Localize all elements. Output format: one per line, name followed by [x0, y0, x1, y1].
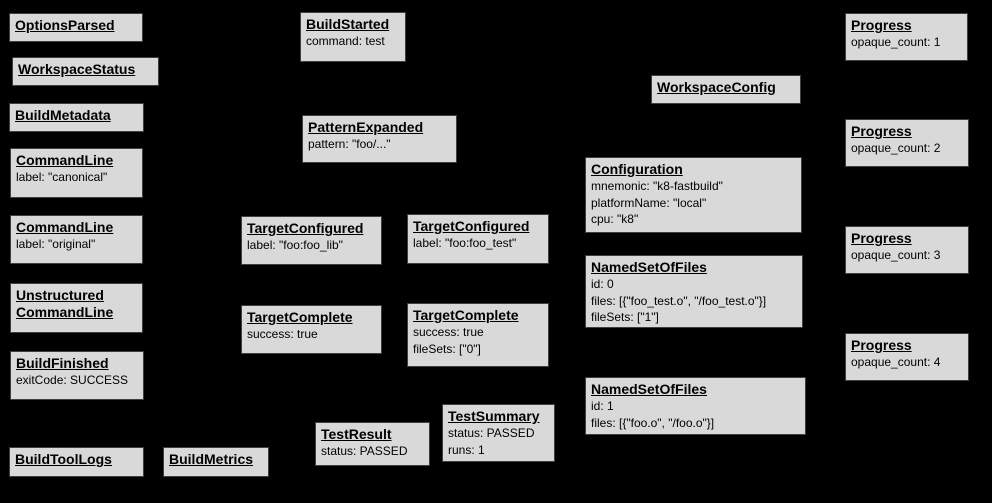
event-node-command-line-original: CommandLine label: "original" — [10, 215, 143, 264]
event-node-target-configured-foo-test: TargetConfigured label: "foo:foo_test" — [407, 214, 549, 264]
node-title: CommandLine — [16, 304, 114, 320]
event-node-target-complete-foo-test: TargetComplete success: true fileSets: ["0… — [407, 303, 549, 367]
node-title: NamedSetOfFiles — [591, 381, 707, 397]
event-node-progress-1: Progress opaque_count: 1 — [845, 13, 968, 61]
node-title: CommandLine — [16, 152, 114, 168]
node-detail-line: opaque_count: 2 — [851, 141, 941, 155]
node-detail-line: fileSets: ["1"] — [591, 310, 659, 324]
node-detail-line: opaque_count: 4 — [851, 355, 941, 369]
event-node-build-metadata: BuildMetadata — [9, 103, 144, 132]
node-detail-line: status: PASSED — [448, 426, 535, 440]
node-title: BuildMetrics — [169, 451, 254, 467]
node-detail-line: command: test — [306, 34, 385, 48]
node-detail-line: opaque_count: 3 — [851, 248, 941, 262]
node-title: NamedSetOfFiles — [591, 259, 707, 275]
event-node-pattern-expanded: PatternExpanded pattern: "foo/..." — [302, 115, 457, 163]
node-detail-line: label: "canonical" — [16, 170, 108, 184]
node-title: BuildMetadata — [15, 107, 111, 123]
node-detail-line: label: "foo:foo_test" — [413, 236, 517, 250]
node-detail-line: files: [{"foo.o", "/foo.o"}] — [591, 415, 715, 430]
node-title: TestResult — [321, 426, 392, 442]
event-node-progress-4: Progress opaque_count: 4 — [845, 333, 969, 381]
node-detail-line: pattern: "foo/..." — [308, 137, 391, 151]
node-detail-line: files: [{"foo_test.o", "/foo_test.o"}] — [591, 293, 767, 308]
node-title: Progress — [851, 337, 912, 353]
event-node-named-set-of-files-1: NamedSetOfFiles id: 1 files: [{"foo.o", "/… — [585, 377, 806, 435]
node-title: CommandLine — [16, 219, 114, 235]
node-detail-line: success: true — [413, 325, 484, 339]
node-detail-line: exitCode: SUCCESS — [16, 373, 129, 387]
event-node-build-metrics: BuildMetrics — [163, 447, 269, 477]
node-detail-line: label: "foo:foo_lib" — [247, 238, 343, 252]
event-node-target-complete-foo-lib: TargetComplete success: true — [241, 305, 382, 354]
node-detail-line: fileSets: ["0"] — [413, 341, 481, 356]
node-title: BuildStarted — [306, 16, 390, 32]
event-node-build-started: BuildStarted command: test — [300, 12, 406, 62]
node-title: TargetConfigured — [413, 218, 530, 234]
node-detail-line: id: 1 — [591, 399, 614, 413]
node-detail-line: cpu: "k8" — [591, 212, 639, 226]
node-title: Progress — [851, 17, 912, 33]
event-node-configuration: Configuration mnemonic: "k8-fastbuild" pla… — [585, 157, 802, 233]
node-detail-line: id: 0 — [591, 277, 614, 291]
node-title: PatternExpanded — [308, 119, 424, 135]
node-title: TargetComplete — [413, 307, 519, 323]
node-detail-line: mnemonic: "k8-fastbuild" — [591, 179, 723, 193]
node-detail-line: platformName: "local" — [591, 195, 707, 210]
event-node-progress-3: Progress opaque_count: 3 — [845, 226, 969, 274]
event-node-options-parsed: OptionsParsed — [9, 13, 143, 42]
event-node-test-result: TestResult status: PASSED — [315, 422, 430, 466]
node-detail-line: status: PASSED — [321, 444, 408, 458]
node-title: TargetConfigured — [247, 220, 364, 236]
node-detail-line: success: true — [247, 327, 318, 341]
event-node-progress-2: Progress opaque_count: 2 — [845, 119, 969, 167]
node-title: Progress — [851, 123, 912, 139]
event-node-build-finished: BuildFinished exitCode: SUCCESS — [10, 351, 144, 400]
node-detail-line: opaque_count: 1 — [851, 35, 941, 49]
node-title: BuildFinished — [16, 355, 109, 371]
node-detail-line: label: "original" — [16, 237, 96, 251]
event-node-named-set-of-files-0: NamedSetOfFiles id: 0 files: [{"foo_test.o… — [585, 255, 803, 328]
event-node-command-line-canonical: CommandLine label: "canonical" — [10, 148, 143, 198]
event-node-workspace-config: WorkspaceConfig — [651, 75, 801, 104]
node-title: OptionsParsed — [15, 17, 115, 33]
node-title: TestSummary — [448, 408, 540, 424]
node-title: Unstructured — [16, 287, 104, 303]
node-detail-line: runs: 1 — [448, 442, 485, 457]
event-node-target-configured-foo-lib: TargetConfigured label: "foo:foo_lib" — [241, 216, 382, 265]
event-node-build-tool-logs: BuildToolLogs — [9, 447, 144, 477]
node-title: Progress — [851, 230, 912, 246]
node-title: Configuration — [591, 161, 683, 177]
node-title: WorkspaceStatus — [18, 61, 136, 77]
node-title: BuildToolLogs — [15, 451, 112, 467]
event-node-test-summary: TestSummary status: PASSED runs: 1 — [442, 404, 555, 462]
node-title: WorkspaceConfig — [657, 79, 776, 95]
node-title: TargetComplete — [247, 309, 353, 325]
event-node-workspace-status: WorkspaceStatus — [12, 57, 159, 86]
